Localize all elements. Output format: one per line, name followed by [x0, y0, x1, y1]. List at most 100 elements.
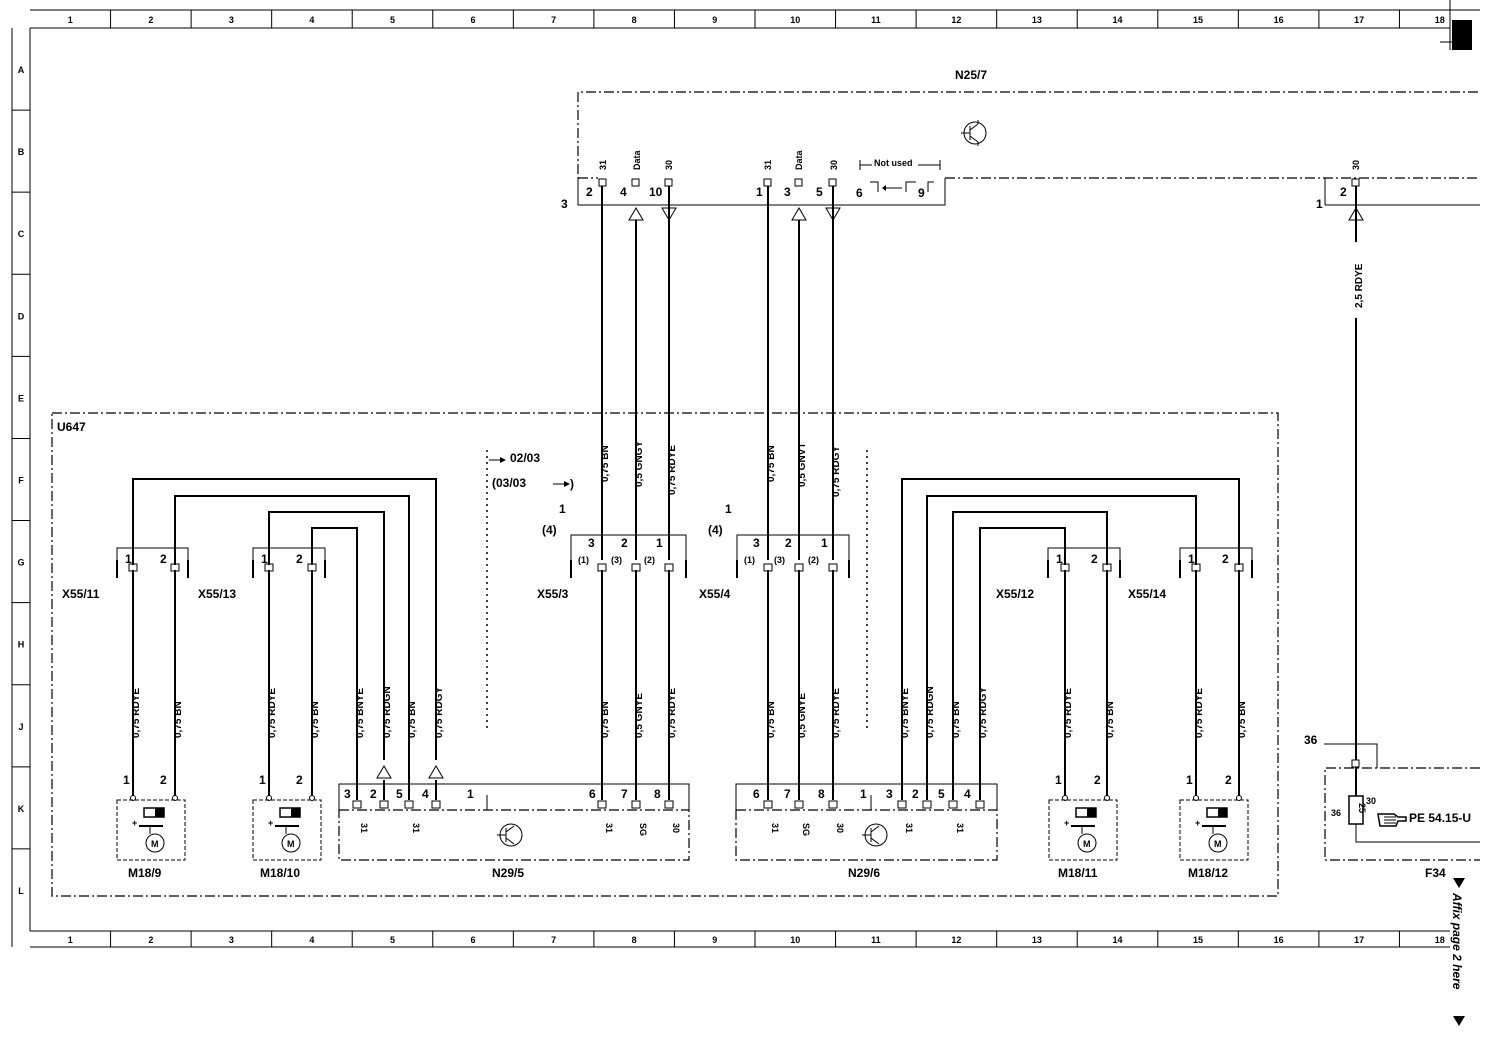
motor-symbol: M	[287, 839, 295, 849]
connector-x55-4-label: X55/4	[699, 587, 731, 601]
column-label: 18	[1435, 935, 1445, 945]
fuse-box-f34-label: F34	[1425, 866, 1446, 880]
fuse-box-f34: 36 25 36 30 PE 54.15-U F34	[1304, 733, 1480, 880]
svg-text:31: 31	[955, 823, 965, 833]
svg-text:0,5 GNYE: 0,5 GNYE	[634, 693, 645, 738]
column-label: 14	[1112, 935, 1122, 945]
svg-text:31: 31	[763, 160, 773, 170]
pin-label: 9	[918, 186, 925, 200]
column-label: 2	[148, 15, 153, 25]
upper-wire-labels: 0,75 BN 0,5 GNGY 0,75 RDYE 0,75 BN 0,5 G…	[600, 263, 1365, 497]
svg-text:4: 4	[620, 185, 627, 199]
motor-symbol: M	[151, 839, 159, 849]
column-label: 6	[471, 15, 476, 25]
svg-text:7: 7	[621, 787, 628, 801]
svg-text:31: 31	[904, 823, 914, 833]
svg-text:1: 1	[821, 536, 828, 550]
connector-x55-14: 1 2 X55/14	[1128, 547, 1253, 601]
svg-text:0,75 RDGN: 0,75 RDGN	[382, 686, 393, 738]
svg-text:0,75 BN: 0,75 BN	[600, 445, 611, 482]
svg-text:(2): (2)	[808, 555, 819, 565]
svg-text:1: 1	[656, 536, 663, 550]
svg-text:5: 5	[396, 787, 403, 801]
module-n29-5-label: N29/5	[492, 866, 524, 880]
connector-number: 3	[561, 197, 568, 211]
column-label: 17	[1354, 15, 1364, 25]
motor-m18-11-label: M18/11	[1058, 866, 1098, 880]
column-label: 4	[309, 935, 314, 945]
svg-text:25: 25	[1357, 803, 1367, 813]
n25-pin-30-c: 30 2	[1340, 160, 1361, 199]
column-label: 5	[390, 935, 395, 945]
svg-text:8: 8	[654, 787, 661, 801]
svg-text:30: 30	[829, 160, 839, 170]
row-label: H	[18, 640, 25, 650]
svg-text:4: 4	[964, 787, 971, 801]
svg-text:1: 1	[559, 502, 566, 516]
affix-note: Affix page 2 here	[1450, 878, 1465, 1026]
svg-text:1: 1	[860, 787, 867, 801]
left-harness	[132, 478, 444, 800]
lower-wire-labels: 0,75 RDYE 0,75 BN 0,75 RDYE 0,75 BN 0,75…	[131, 686, 1248, 738]
svg-text:0,75 BN: 0,75 BN	[407, 701, 418, 738]
svg-text:(3): (3)	[611, 555, 622, 565]
svg-text:+: +	[132, 818, 137, 828]
connector-x55-14-label: X55/14	[1128, 587, 1166, 601]
motor-m18-10-label: M18/10	[260, 866, 300, 880]
svg-text:8: 8	[818, 787, 825, 801]
svg-text:(2): (2)	[644, 555, 655, 565]
svg-text:(1): (1)	[744, 555, 755, 565]
connector-x55-3: (4) 1 3 2 1 (1) (3) (2) X55/3	[537, 502, 687, 601]
n25-pin-data-b: Data 3	[784, 149, 804, 199]
svg-text:0,75 BN: 0,75 BN	[951, 701, 962, 738]
column-label: 3	[229, 935, 234, 945]
svg-text:3: 3	[344, 787, 351, 801]
drawing-frame	[11, 0, 1480, 948]
svg-text:1: 1	[756, 185, 763, 199]
svg-text:5: 5	[938, 787, 945, 801]
svg-text:2: 2	[296, 552, 303, 566]
svg-text:02/03: 02/03	[510, 451, 540, 465]
svg-text:0,75 BNYE: 0,75 BNYE	[900, 688, 911, 738]
svg-text:6: 6	[753, 787, 760, 801]
svg-text:1: 1	[1186, 773, 1193, 787]
row-label: K	[18, 804, 25, 814]
svg-text:3: 3	[753, 536, 760, 550]
row-dividers	[12, 109, 30, 850]
svg-text:(4): (4)	[708, 523, 723, 537]
svg-text:0,5 GNYE: 0,5 GNYE	[797, 693, 808, 738]
svg-text:30: 30	[1351, 160, 1361, 170]
connector-x55-12-label: X55/12	[996, 587, 1034, 601]
column-label: 13	[1032, 935, 1042, 945]
transistor-icon	[862, 823, 888, 847]
svg-text:31: 31	[770, 823, 780, 833]
not-used-label: Not used	[874, 158, 913, 168]
svg-text:2: 2	[370, 787, 377, 801]
svg-text:2,5 RDYE: 2,5 RDYE	[1354, 263, 1365, 308]
hand-pointer-icon	[1377, 813, 1407, 827]
svg-text:31: 31	[598, 160, 608, 170]
column-label: 4	[309, 15, 314, 25]
svg-text:(3): (3)	[774, 555, 785, 565]
svg-text:0,75 BN: 0,75 BN	[1105, 701, 1116, 738]
column-label: 16	[1274, 15, 1284, 25]
svg-text:3: 3	[784, 185, 791, 199]
svg-text:2: 2	[785, 536, 792, 550]
column-label: 15	[1193, 15, 1203, 25]
connector-x55-4: (4) 1 3 2 1 (1) (3) (2) X55/4	[699, 502, 850, 601]
column-label: 2	[148, 935, 153, 945]
svg-text:2: 2	[1091, 552, 1098, 566]
svg-text:0,75 RDYE: 0,75 RDYE	[1063, 688, 1074, 738]
svg-text:2: 2	[912, 787, 919, 801]
n25-pin-30-a: 30 10	[649, 160, 674, 199]
column-label: 10	[790, 935, 800, 945]
svg-text:4: 4	[422, 787, 429, 801]
svg-text:31: 31	[359, 823, 369, 833]
motor-m18-12: 1 2 + M M18/12	[1179, 773, 1249, 880]
svg-text:(1): (1)	[578, 555, 589, 565]
transistor-icon	[497, 823, 523, 847]
motor-m18-11: 1 2 + M M18/11	[1048, 773, 1118, 880]
column-label: 15	[1193, 935, 1203, 945]
column-label: 16	[1274, 935, 1284, 945]
